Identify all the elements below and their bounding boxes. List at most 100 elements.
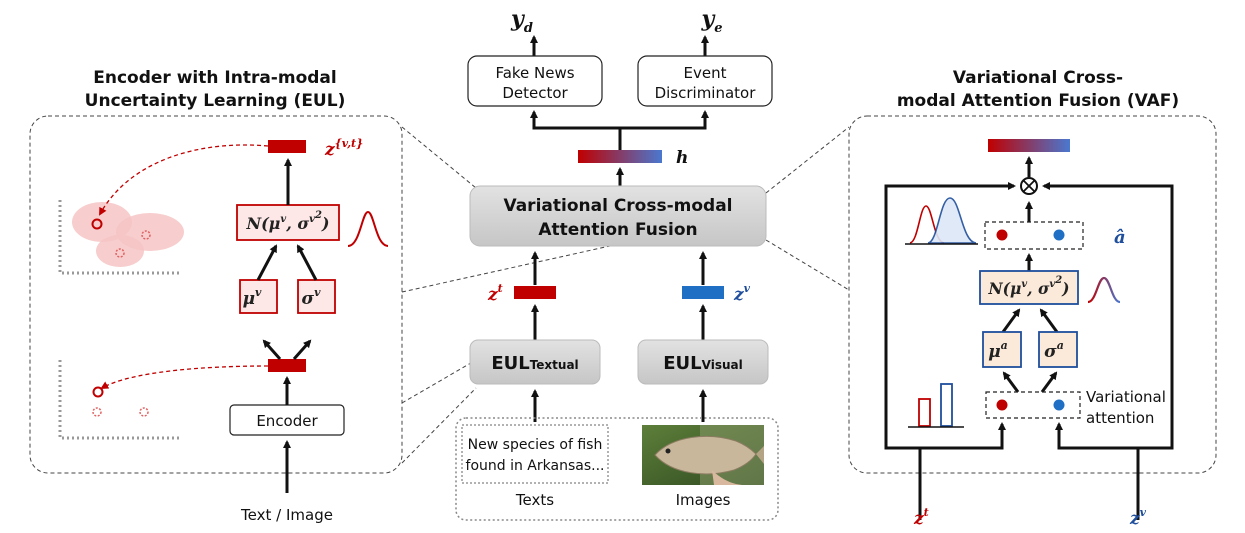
connector-line (401, 239, 638, 293)
zv-label: zv (733, 282, 751, 305)
mu-a-label: μa (988, 339, 1008, 362)
encoder-label: Encoder (256, 412, 318, 430)
discriminator-line2: Discriminator (655, 84, 757, 102)
fish-eye-icon (665, 448, 671, 454)
gaussian-curve-icon (347, 210, 389, 247)
lower-scatter-axes (58, 360, 180, 440)
latent-z-label: z{v,t} (324, 137, 363, 160)
connector-line (765, 126, 850, 194)
text-sample-box (461, 424, 609, 484)
fake-news-detector-box (467, 55, 603, 107)
zv-to-attention (1055, 422, 1138, 450)
text-sample-line1: New species of fish (468, 437, 603, 453)
h-to-discriminator (620, 110, 709, 130)
detector-line2: Detector (502, 84, 568, 102)
mu-label: μv (243, 286, 262, 309)
latent-point (92, 407, 102, 417)
eul-textual-box (469, 339, 601, 385)
zt-residual-path (884, 182, 1016, 520)
latent-point (92, 386, 104, 398)
fish-tail-icon (756, 446, 764, 464)
attn-bar-red-icon (918, 398, 931, 427)
h-to-detector (530, 110, 622, 150)
fish-image (642, 425, 764, 485)
to-sigma-arrow (292, 339, 312, 360)
attn-to-mu-a (1002, 371, 1020, 393)
eul-title-line1: Encoder with Intra-modal (93, 68, 336, 88)
zt-label: zt (487, 282, 503, 305)
hand-icon (712, 470, 742, 485)
vaf-zt-label: zt (913, 506, 929, 529)
latent-point (91, 218, 103, 230)
attn-label-line2: attention (1086, 409, 1154, 427)
sigma-label: σv (302, 286, 322, 309)
latent-point (139, 407, 149, 417)
eul-title-line2: Uncertainty Learning (EUL) (85, 91, 346, 111)
latent-feature-bar (268, 140, 306, 153)
zt-feature-bar (514, 286, 556, 299)
images-label: Images (676, 491, 731, 509)
attn-label-line1: Variational (1086, 388, 1166, 406)
sigma-box (297, 279, 336, 314)
sigma-a-box (1038, 331, 1078, 368)
product-operator-icon (1022, 179, 1036, 193)
output-yd: yd (510, 6, 533, 36)
vaf-panel-border (848, 115, 1217, 474)
sigma-a-to-normal (1039, 308, 1059, 333)
fusion-box (469, 185, 767, 247)
eul-panel-border (29, 115, 403, 474)
gaussian-blue-icon (927, 197, 977, 244)
connector-line (401, 359, 477, 404)
weight-dot-red (996, 229, 1008, 241)
eul-visual-label: EULVisual (663, 353, 742, 374)
h-label: h (676, 148, 688, 168)
connector-line (401, 387, 477, 464)
zoom-connectors (401, 126, 850, 464)
mu-box (239, 279, 278, 314)
connector-line (401, 126, 477, 189)
latent-point (141, 230, 151, 240)
text-sample-line2: found in Arkansas... (466, 458, 605, 474)
attn-to-sigma-a (1040, 371, 1058, 393)
mu-a-box (982, 331, 1022, 368)
mu-to-normal-arrow (256, 244, 278, 281)
weight-dot-blue (1053, 229, 1065, 241)
mu-a-to-normal (1001, 308, 1021, 333)
projection-arrow (99, 144, 269, 216)
sigma-to-normal-arrow (296, 244, 318, 281)
fused-feature-bar (578, 150, 662, 163)
vaf-title-line1: Variational Cross- (953, 68, 1123, 88)
center-pipeline: yd ye Fake News Detector Event Discrimin… (455, 6, 779, 521)
output-ye: ye (700, 6, 722, 36)
eul-textual-label: EULTextual (491, 353, 578, 374)
projection-arrow (100, 365, 269, 389)
to-mu-arrow (262, 339, 282, 360)
discriminator-line1: Event (684, 64, 727, 82)
zt-to-attention (920, 422, 1006, 450)
encoder-feature-bar (268, 359, 306, 372)
detector-line1: Fake News (495, 64, 574, 82)
zv-feature-bar (682, 286, 724, 299)
normal-dist-box (236, 204, 340, 241)
attn-dot-red (996, 399, 1008, 411)
vaf-panel: Variational Cross- modal Attention Fusio… (848, 68, 1217, 529)
normal-dist-label: N(μv, σv2) (245, 210, 329, 233)
latent-point (115, 248, 125, 258)
vaf-normal-box (979, 270, 1079, 305)
sigma-a-label: σa (1044, 339, 1064, 362)
fusion-line2: Attention Fusion (538, 220, 697, 240)
attn-dot-blue (1053, 399, 1065, 411)
vaf-normal-label: N(μv, σv2) (987, 275, 1069, 298)
zv-residual-path (1042, 182, 1174, 520)
vaf-title-line2: modal Attention Fusion (VAF) (897, 91, 1179, 111)
input-label: Text / Image (240, 506, 333, 524)
connector-line (765, 239, 850, 291)
a-hat-label: â (1114, 227, 1126, 248)
eul-visual-box (637, 339, 769, 385)
texts-label: Texts (515, 491, 554, 509)
fusion-line1: Variational Cross-modal (503, 196, 732, 216)
gaussian-gradient-icon (1087, 276, 1121, 304)
eul-panel: Encoder with Intra-modal Uncertainty Lea… (29, 68, 403, 524)
vaf-output-bar (988, 139, 1070, 152)
